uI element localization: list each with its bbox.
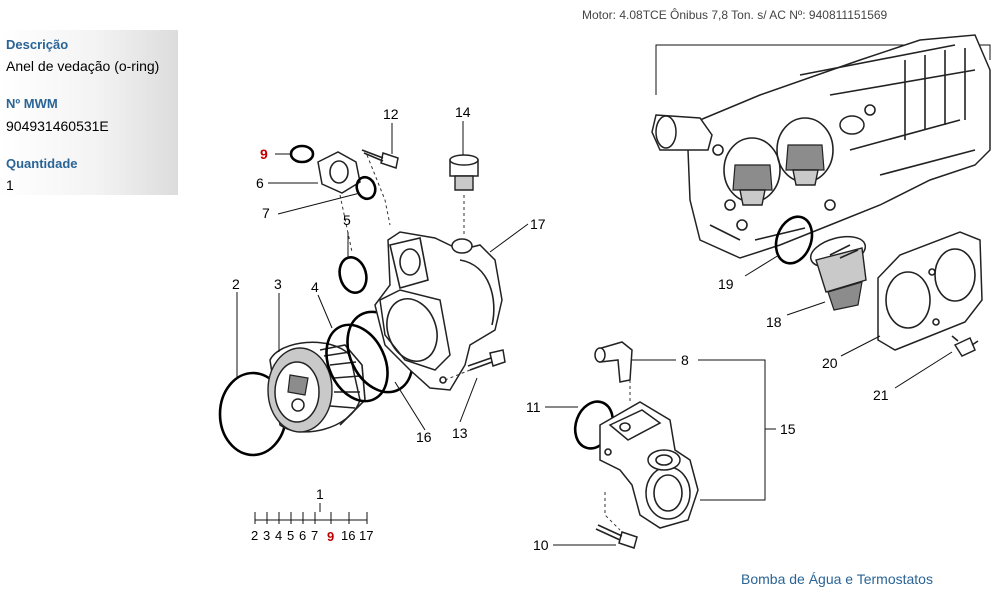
part-12-bolt [361,149,399,169]
part-6-flange [317,151,361,194]
callout-2[interactable]: 2 [232,276,240,292]
callout-10[interactable]: 10 [533,537,549,553]
mwm-number-value: 904931460531E [6,118,109,134]
callout-12[interactable]: 12 [383,106,399,122]
part-19-oring [774,215,814,265]
scale-label-2[interactable]: 2 [251,528,258,543]
callout-3[interactable]: 3 [274,276,282,292]
part-8-tube [594,341,633,383]
thermostat-in-housing-2 [785,144,825,186]
part-7-oring [355,175,377,201]
callout-11[interactable]: 11 [526,399,541,415]
part-10-bolt [595,524,638,549]
scale-label-4[interactable]: 4 [275,528,282,543]
part-14-plug [449,154,479,191]
motor-header: Motor: 4.08TCE Ônibus 7,8 Ton. s/ AC Nº:… [582,8,888,22]
callout-5[interactable]: 5 [343,212,351,228]
part-21-plug [951,335,979,357]
callout-14[interactable]: 14 [455,104,471,120]
part-17-pump-housing [374,231,503,391]
callout-19[interactable]: 19 [718,276,734,292]
mwm-number-label: Nº MWM [6,96,58,111]
part-13-bolt [467,349,506,371]
part-20-gasket [877,231,983,351]
callout-18[interactable]: 18 [766,314,782,330]
scale-label-7[interactable]: 7 [311,528,318,543]
callout-17[interactable]: 17 [530,216,546,232]
part-15-outlet-housing [599,401,699,529]
part-18-thermostat [809,235,867,311]
callout-20[interactable]: 20 [822,355,838,371]
leader-lines [236,121,953,546]
part-5-oring [338,255,368,295]
quantity-value: 1 [6,177,14,193]
scale-top-label[interactable]: 1 [316,486,324,502]
description-value: Anel de vedação (o-ring) [6,58,160,74]
callout-7[interactable]: 7 [262,205,270,221]
scale-label-3[interactable]: 3 [263,528,270,543]
part-9-oring-highlighted [289,144,315,164]
thermostat-in-housing-1 [732,164,773,206]
callout-numbers: 2 3 4 5 6 7 9 12 14 17 16 13 8 11 15 10 … [232,104,889,553]
scale-label-9-highlighted[interactable]: 9 [327,529,334,544]
callout-8[interactable]: 8 [681,352,689,368]
quantity-label: Quantidade [6,156,78,171]
callout-4[interactable]: 4 [311,279,319,295]
scale-label-6[interactable]: 6 [299,528,306,543]
callout-15[interactable]: 15 [780,421,796,437]
part-4-oring [325,323,389,403]
scale-label-5[interactable]: 5 [287,528,294,543]
callout-21[interactable]: 21 [873,387,889,403]
scale-label-16[interactable]: 16 [341,528,355,543]
callout-16[interactable]: 16 [416,429,432,445]
description-label: Descrição [6,37,69,52]
engine-block-illustration [651,34,991,259]
callout-6[interactable]: 6 [256,175,264,191]
scale-label-17[interactable]: 17 [359,528,373,543]
callout-9-highlighted[interactable]: 9 [260,146,268,162]
component-scale: 1 2 3 4 5 6 7 9 16 17 [251,486,373,544]
callout-13[interactable]: 13 [452,425,468,441]
diagram-title-link[interactable]: Bomba de Água e Termostatos [741,571,933,587]
part-info-panel: Descrição Anel de vedação (o-ring) Nº MW… [0,30,178,195]
part-3-water-pump [267,341,366,433]
